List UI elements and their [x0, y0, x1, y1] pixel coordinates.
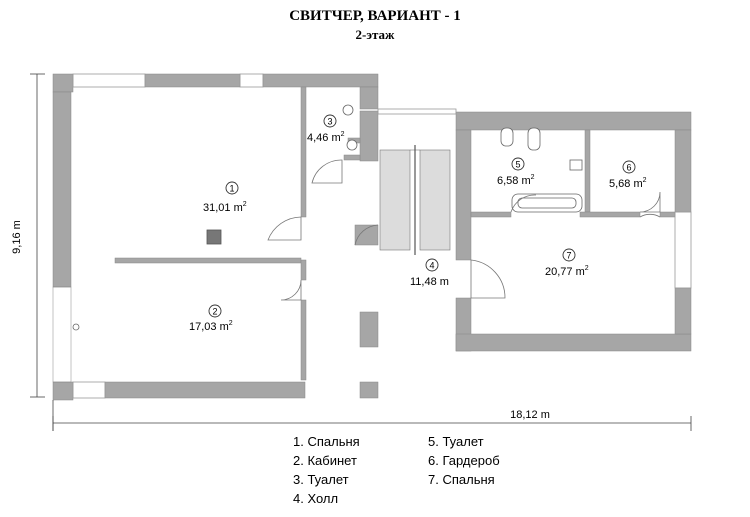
- legend-item: 3. Туалет: [293, 472, 349, 487]
- wall: [584, 129, 591, 213]
- toilet-5: [527, 127, 541, 151]
- legend-left: 1. Спальня 2. Кабинет 3. Туалет 4. Холл: [293, 432, 360, 508]
- height-dimension: 9,16 m: [11, 220, 23, 254]
- plan-subtitle: 2-этаж: [355, 27, 395, 42]
- wall-window: [52, 286, 72, 383]
- wall: [144, 73, 241, 88]
- doors: [267, 159, 661, 301]
- room-2-number: 2: [212, 307, 217, 317]
- room-7-area: 20,77 m2: [545, 265, 589, 278]
- room-4-area: 11,48 m: [410, 276, 449, 288]
- room-5-area: 6,58 m2: [497, 174, 535, 187]
- wall: [359, 311, 379, 348]
- legend-item: 4. Холл: [293, 491, 339, 506]
- fixture: [72, 323, 80, 331]
- column: [206, 229, 222, 245]
- wall: [579, 211, 641, 218]
- legend-item: 6. Гардероб: [428, 453, 500, 468]
- wall: [359, 86, 379, 110]
- wall: [359, 381, 379, 399]
- sink-3: [342, 104, 354, 116]
- wall: [343, 154, 361, 161]
- wall: [52, 73, 74, 93]
- wall: [659, 211, 676, 218]
- room-1-area: 31,01 m2: [203, 201, 247, 214]
- room-6-number: 6: [626, 163, 631, 173]
- stairs: [379, 145, 451, 255]
- legend-item: 7. Спальня: [428, 472, 495, 487]
- wall: [300, 299, 307, 381]
- room-1-number: 1: [229, 184, 234, 194]
- legend-item: 1. Спальня: [293, 434, 360, 449]
- wall: [114, 257, 302, 264]
- wall: [674, 129, 692, 213]
- walls: [52, 73, 692, 401]
- wall: [359, 110, 379, 162]
- room-5-number: 5: [515, 160, 520, 170]
- wall: [52, 91, 72, 288]
- sink-small: [569, 159, 583, 171]
- legend-item: 5. Туалет: [428, 434, 484, 449]
- wall: [470, 211, 512, 218]
- room-6-area: 5,68 m2: [609, 177, 647, 190]
- fixtures: [72, 104, 583, 331]
- wall: [455, 129, 472, 261]
- wall: [455, 333, 692, 352]
- wall: [674, 287, 692, 335]
- room-3-area: 4,46 m2: [307, 131, 345, 144]
- wall: [52, 381, 74, 401]
- legend-item: 2. Кабинет: [293, 453, 357, 468]
- dimension-lines: [30, 73, 692, 431]
- sink-5: [500, 127, 514, 147]
- wall: [300, 259, 307, 281]
- room-4-number: 4: [429, 261, 434, 271]
- room-3-number: 3: [327, 117, 332, 127]
- toilet-3: [346, 139, 358, 151]
- plan-title: СВИТЧЕР, ВАРИАНТ - 1: [289, 8, 461, 24]
- wall: [104, 381, 306, 399]
- room-7-number: 7: [566, 251, 571, 261]
- wall: [300, 86, 307, 218]
- wall: [455, 111, 692, 131]
- room-number-circles: [208, 114, 636, 318]
- width-dimension: 18,12 m: [510, 409, 550, 421]
- windows: [72, 73, 692, 399]
- bathtub: [511, 193, 583, 213]
- legend-right: 5. Туалет 6. Гардероб 7. Спальня: [428, 432, 500, 489]
- room-2-area: 17,03 m2: [189, 320, 233, 333]
- wall: [262, 73, 379, 88]
- wall: [354, 224, 379, 246]
